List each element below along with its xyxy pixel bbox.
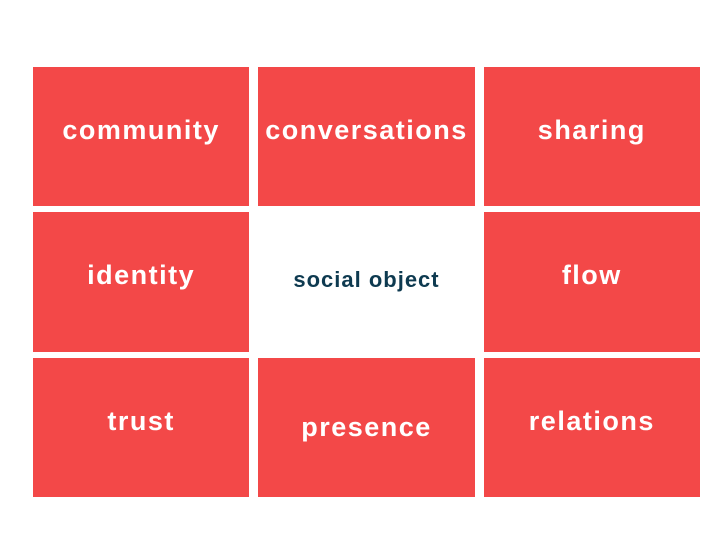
cell-sharing: sharing [483, 67, 700, 207]
cell-flow: flow [483, 212, 700, 352]
cell-sharing-label: sharing [537, 115, 646, 146]
cell-community: community [33, 67, 250, 207]
cell-social-object: social object [258, 212, 475, 352]
cell-identity-label: identity [87, 260, 196, 291]
cell-presence: presence [258, 357, 475, 497]
cell-relations-label: relations [528, 405, 655, 436]
cell-social-object-label: social object [293, 266, 440, 292]
cell-conversations-label: conversations [265, 115, 468, 146]
cell-relations: relations [483, 357, 700, 497]
cell-presence-label: presence [301, 411, 432, 442]
cell-trust: trust [33, 357, 250, 497]
cell-trust-label: trust [107, 405, 175, 436]
cell-conversations: conversations [258, 67, 475, 207]
concept-grid: community conversations sharing identity… [33, 67, 700, 497]
cell-flow-label: flow [561, 260, 622, 291]
cell-identity: identity [33, 212, 250, 352]
cell-community-label: community [62, 115, 220, 146]
